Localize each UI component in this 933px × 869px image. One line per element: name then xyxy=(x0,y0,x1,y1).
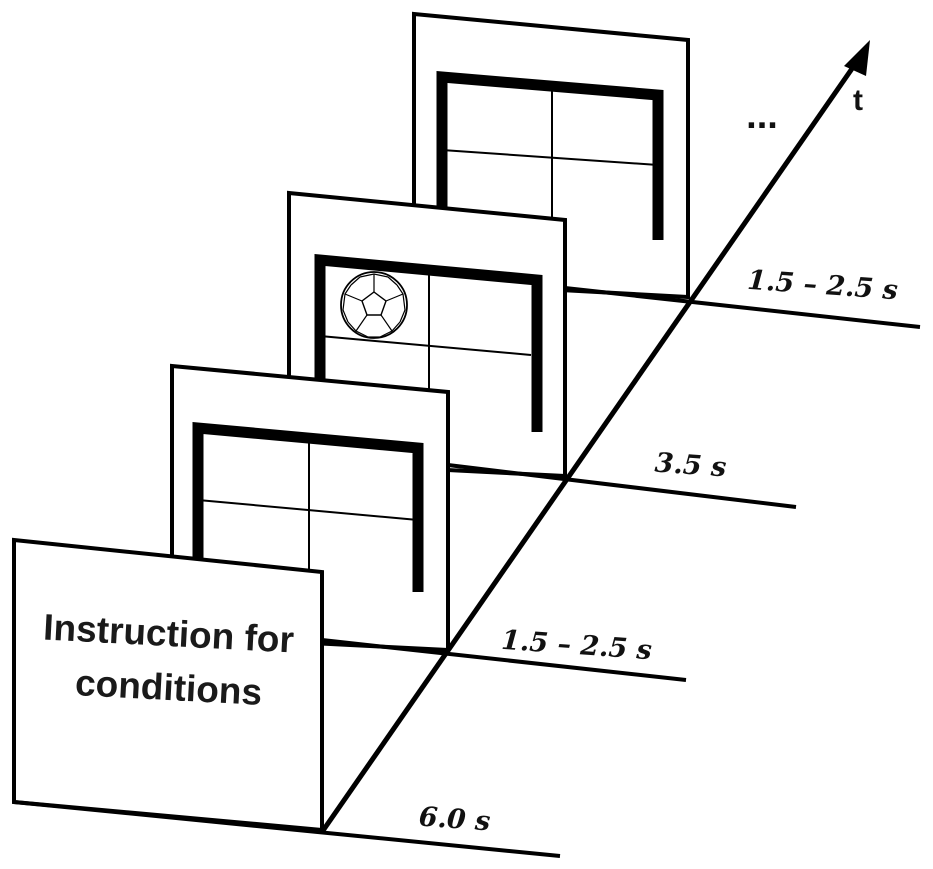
goal-grid-horizontal xyxy=(197,499,419,521)
baseline-4 xyxy=(564,286,921,329)
duration-label-instruction: 6.0 s xyxy=(418,802,492,838)
baseline-2 xyxy=(321,638,687,682)
duration-label-fixation-1: 1.5 – 2.5 s xyxy=(500,625,653,666)
goal-frame xyxy=(436,71,664,248)
duration-label-fixation-2: 1.5 – 2.5 s xyxy=(746,265,899,306)
continuation-ellipsis: ... xyxy=(746,95,778,137)
soccer-ball-icon xyxy=(340,271,408,339)
goal-grid-horizontal xyxy=(441,149,659,166)
goal-grid-horizontal xyxy=(319,335,532,356)
time-axis-label: t xyxy=(853,84,863,117)
duration-label-stimulus: 3.5 s xyxy=(654,448,728,484)
instruction-line-2: conditions xyxy=(74,662,263,713)
arrowhead-icon xyxy=(844,40,870,76)
screen-instruction: Instruction for conditions xyxy=(12,537,324,833)
time-axis-line xyxy=(319,58,861,834)
duration-baselines xyxy=(13,286,921,858)
time-axis: t ... xyxy=(319,40,870,834)
baseline-3 xyxy=(447,463,797,509)
baseline-1 xyxy=(13,800,561,858)
